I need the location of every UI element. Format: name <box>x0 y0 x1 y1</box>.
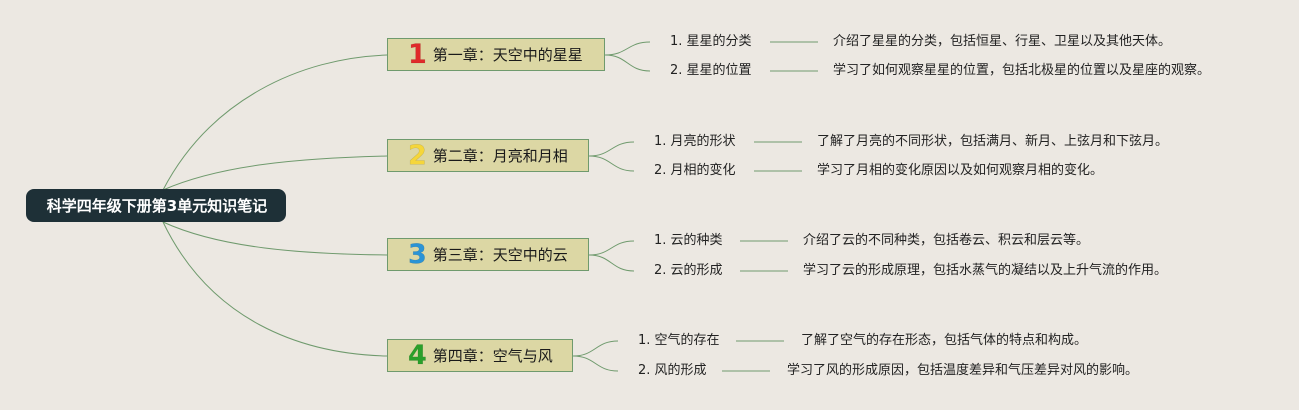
topic-description[interactable]: 了解了空气的存在形态，包括气体的特点和构成。 <box>801 333 1088 348</box>
chapter-2-node[interactable]: 2 第二章：月亮和月相 <box>387 139 589 172</box>
chapter-3-node[interactable]: 3 第三章：天空中的云 <box>387 238 589 271</box>
root-topic[interactable]: 科学四年级下册第3单元知识笔记 <box>26 189 286 222</box>
number-1-icon: 1 <box>408 39 427 70</box>
topic-label[interactable]: 1. 空气的存在 <box>638 333 720 348</box>
chapter-2-to-topic-2-line <box>588 155 635 172</box>
topic-label[interactable]: 1. 云的种类 <box>654 233 723 248</box>
number-4-icon: 4 <box>408 340 427 371</box>
chapter-4-title: 第四章：空气与风 <box>432 347 553 365</box>
chapter-3-to-topic-2-line <box>588 254 635 272</box>
chapter-1-to-topic-2-line <box>604 54 651 72</box>
topic-description[interactable]: 学习了如何观察星星的位置，包括北极星的位置以及星座的观察。 <box>833 63 1211 78</box>
root-to-chapter-3-line <box>162 221 388 256</box>
topic-description[interactable]: 学习了月相的变化原因以及如何观察月相的变化。 <box>817 163 1104 178</box>
chapter-3-title: 第三章：天空中的云 <box>432 246 568 264</box>
chapter-1-title: 第一章：天空中的星星 <box>432 46 583 64</box>
chapter-2-title: 第二章：月亮和月相 <box>432 147 568 165</box>
topic-description[interactable]: 学习了云的形成原理，包括水蒸气的凝结以及上升气流的作用。 <box>803 263 1168 278</box>
chapter-3-to-topic-1-line <box>588 240 635 256</box>
topic-label[interactable]: 1. 星星的分类 <box>670 34 752 49</box>
topic-description[interactable]: 介绍了星星的分类，包括恒星、行星、卫星以及其他天体。 <box>833 34 1172 49</box>
root-to-chapter-4-line <box>162 221 388 357</box>
topic-description[interactable]: 学习了风的形成原因，包括温度差异和气压差异对风的影响。 <box>787 363 1139 378</box>
chapter-4-to-topic-1-line <box>572 340 619 357</box>
number-2-icon: 2 <box>408 140 427 171</box>
topic-description[interactable]: 介绍了云的不同种类，包括卷云、积云和层云等。 <box>803 233 1090 248</box>
number-3-icon: 3 <box>408 239 427 270</box>
chapter-1-node[interactable]: 1 第一章：天空中的星星 <box>387 38 605 71</box>
root-topic-label: 科学四年级下册第3单元知识笔记 <box>46 197 268 215</box>
topic-description[interactable]: 了解了月亮的不同形状，包括满月、新月、上弦月和下弦月。 <box>817 134 1169 149</box>
chapter-4-node[interactable]: 4 第四章：空气与风 <box>387 339 573 372</box>
root-to-chapter-2-line <box>162 155 388 191</box>
topic-label[interactable]: 1. 月亮的形状 <box>654 134 736 149</box>
chapter-2-to-topic-1-line <box>588 141 635 157</box>
topic-label[interactable]: 2. 星星的位置 <box>670 63 752 78</box>
root-to-chapter-1-line <box>162 54 388 191</box>
chapter-1-to-topic-1-line <box>604 41 651 56</box>
topic-label[interactable]: 2. 月相的变化 <box>654 163 736 178</box>
chapter-4-to-topic-2-line <box>572 355 619 372</box>
topic-label[interactable]: 2. 云的形成 <box>654 263 723 278</box>
topic-label[interactable]: 2. 风的形成 <box>638 363 707 378</box>
